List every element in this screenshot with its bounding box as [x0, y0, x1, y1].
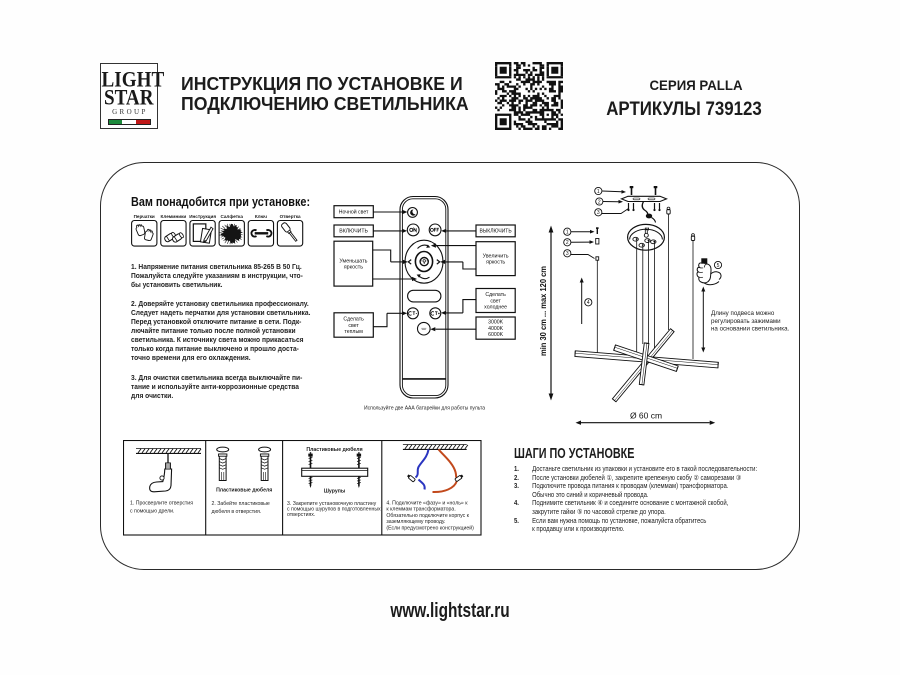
svg-text:Отвертка: Отвертка	[280, 214, 301, 219]
svg-text:яркость: яркость	[486, 260, 505, 266]
svg-text:Шурупы: Шурупы	[324, 489, 346, 495]
svg-text:4: 4	[587, 300, 590, 306]
svg-text:с помощью дрели.: с помощью дрели.	[130, 508, 174, 514]
svg-text:Сделать: Сделать	[485, 292, 506, 298]
svg-text:Увеличить: Увеличить	[483, 253, 509, 259]
svg-text:Пластиковые дюбеля: Пластиковые дюбеля	[306, 446, 362, 453]
svg-text:2. Забейте пластиковые: 2. Забейте пластиковые	[212, 500, 270, 507]
svg-text:Ø 60 cm: Ø 60 cm	[630, 411, 662, 421]
svg-text:1: 1	[597, 189, 600, 195]
svg-text:Салфетка: Салфетка	[220, 213, 243, 219]
svg-text:Сделать: Сделать	[343, 317, 364, 323]
svg-text:яркость: яркость	[344, 265, 363, 271]
svg-text:Ключ: Ключ	[255, 214, 267, 219]
svg-text:отверстиях.: отверстиях.	[287, 512, 315, 518]
svg-text:к клеммам трансформатора.: к клеммам трансформатора.	[386, 507, 455, 513]
svg-text:1. Просверлите отверстия: 1. Просверлите отверстия	[130, 501, 193, 507]
svg-text:(Если предусмотрено конструкци: (Если предусмотрено конструкцией)	[386, 524, 474, 531]
svg-text:на основании светильника.: на основании светильника.	[711, 326, 790, 333]
svg-text:1: 1	[566, 230, 569, 236]
svg-text:холоднее: холоднее	[484, 305, 507, 311]
svg-text:Клеммники: Клеммники	[161, 214, 187, 219]
svg-text:Обязательно подключите корпус: Обязательно подключите корпус к	[386, 513, 469, 519]
svg-text:Пластиковые дюбеля: Пластиковые дюбеля	[216, 487, 272, 494]
svg-text:свет: свет	[490, 298, 501, 304]
svg-text:Перчатки: Перчатки	[134, 214, 155, 219]
svg-text:регулировать зажимами: регулировать зажимами	[711, 318, 781, 325]
svg-text:2: 2	[566, 240, 569, 246]
svg-text:3. Закрепите установочную плас: 3. Закрепите установочную пластину	[287, 501, 377, 507]
svg-text:Используйте две ААА батарейки: Используйте две ААА батарейки для работы…	[364, 405, 485, 412]
svg-text:3: 3	[566, 251, 569, 257]
svg-text:2: 2	[598, 199, 601, 205]
svg-text:дюбеля в отверстия.: дюбеля в отверстия.	[212, 509, 262, 515]
svg-text:с помощью шурупов в подготовле: с помощью шурупов в подготовленных	[287, 506, 381, 512]
svg-text:min 30 cm ... max 120 cm: min 30 cm ... max 120 cm	[538, 266, 548, 356]
svg-text:3: 3	[597, 210, 600, 216]
svg-text:4. Подключите «фазу» и «ноль»: 4. Подключите «фазу» и «ноль» к	[386, 501, 468, 507]
svg-text:Уменьшать: Уменьшать	[339, 258, 367, 264]
svg-text:6000K: 6000K	[488, 332, 504, 338]
svg-text:ВЫКЛЮЧИТЬ: ВЫКЛЮЧИТЬ	[480, 229, 513, 235]
svg-text:ВКЛЮЧИТЬ: ВКЛЮЧИТЬ	[339, 229, 368, 235]
svg-text:5: 5	[717, 263, 720, 269]
svg-text:4000K: 4000K	[488, 326, 504, 332]
svg-text:Ночной свет: Ночной свет	[339, 209, 369, 216]
svg-text:Длину подвеса можно: Длину подвеса можно	[711, 310, 775, 317]
svg-text:свет: свет	[348, 323, 359, 329]
svg-text:теплым: теплым	[344, 329, 363, 335]
svg-text:3000K: 3000K	[488, 320, 504, 326]
svg-text:заземляющему проводу.: заземляющему проводу.	[386, 519, 445, 525]
svg-text:Инструкция: Инструкция	[189, 214, 216, 219]
